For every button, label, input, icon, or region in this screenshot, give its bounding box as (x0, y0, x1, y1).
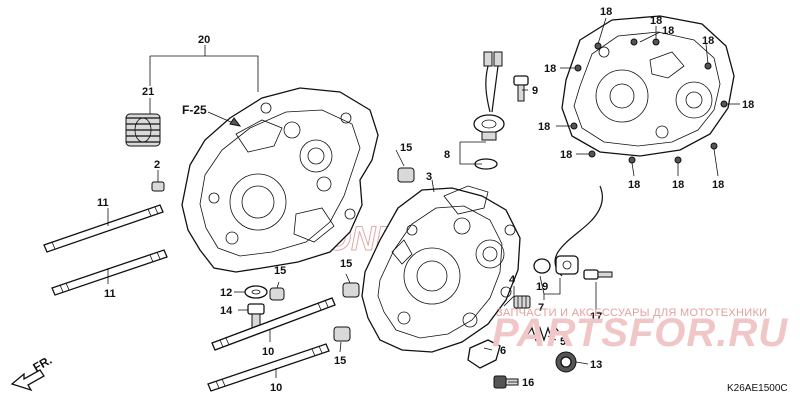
bolt-17 (583, 269, 613, 280)
callout-labels: 20 21 2 11 11 12 15 15 15 15 14 10 10 3 … (97, 6, 754, 394)
callout-13: 13 (590, 359, 602, 371)
callout-11-upper: 11 (97, 197, 109, 209)
left-crankcase-half (181, 87, 379, 273)
cover-bolt-holes (570, 38, 728, 164)
watermark-tagline: ЗАПЧАСТИ И АКСЕССУАРЫ ДЛЯ МОТОТЕХНИКИ (496, 307, 767, 319)
callout-4: 4 (509, 274, 516, 286)
diagram-code: K26AE1500C (727, 383, 788, 394)
watermark-brand: PARTSFOR.RU (492, 311, 788, 355)
callout-15-top-right: 15 (400, 142, 412, 154)
oil-seal-13 (555, 351, 577, 373)
svg-text:F-25: F-25 (182, 103, 207, 117)
cover-bolt-leaders (556, 17, 740, 177)
stud-bolt-10-upper (211, 297, 336, 351)
callout-2: 2 (154, 159, 160, 171)
callout-19: 19 (536, 281, 548, 293)
callout-15-bottom: 15 (334, 355, 346, 367)
collar-15-bottom (333, 326, 351, 342)
switch-harness-19 (533, 185, 603, 277)
callout-6: 6 (500, 345, 506, 357)
callout-21: 21 (142, 86, 154, 98)
callout-18-f: 18 (538, 121, 550, 133)
sensor-assembly-8 (473, 51, 505, 170)
callout-16: 16 (522, 377, 534, 389)
collar-15-upper (397, 167, 415, 183)
callout-10-lower: 10 (270, 382, 282, 394)
leader-lines (107, 45, 597, 383)
callout-18-g: 18 (560, 149, 572, 161)
callout-18-k: 18 (662, 25, 674, 37)
callout-20: 20 (198, 34, 210, 46)
bolt-9 (513, 75, 529, 102)
washer-12 (244, 285, 268, 299)
stud-bolt-10-lower (207, 343, 330, 392)
svg-text:FR.: FR. (31, 353, 55, 375)
right-crankcase-half (361, 185, 521, 353)
callout-18-c: 18 (702, 35, 714, 47)
callout-8: 8 (444, 149, 450, 161)
stopper-arm-6 (467, 339, 501, 369)
partsfor-watermark: ЗАПЧАСТИ И АКСЕССУАРЫ ДЛЯ МОТОТЕХНИКИ PA… (492, 307, 788, 355)
callout-15-left: 15 (274, 265, 286, 277)
collar-15-lower-left (269, 287, 285, 301)
callout-18-j: 18 (712, 179, 724, 191)
callout-14: 14 (220, 305, 233, 317)
gear-21 (125, 113, 161, 147)
callout-7: 7 (538, 302, 544, 314)
callout-15-middle: 15 (340, 258, 352, 270)
dowel-pin-2 (151, 181, 165, 192)
collar-15-middle (342, 282, 360, 298)
callout-18-e: 18 (742, 99, 754, 111)
callout-9: 9 (532, 85, 538, 97)
callout-5: 5 (560, 336, 566, 348)
callout-18-i: 18 (672, 179, 684, 191)
bolt-14 (247, 303, 265, 329)
callout-12: 12 (220, 287, 232, 299)
callout-18-h: 18 (628, 179, 640, 191)
callout-18-b: 18 (650, 15, 662, 27)
front-direction-arrow: FR. (10, 353, 55, 392)
callout-3: 3 (426, 171, 432, 183)
spring-5 (527, 326, 561, 342)
pin-4 (513, 295, 531, 309)
stud-bolt-11-lower (51, 249, 168, 296)
callout-17: 17 (590, 311, 602, 323)
reference-f25: F-25 (182, 103, 242, 127)
callout-10-upper: 10 (262, 346, 274, 358)
callout-11-lower: 11 (104, 288, 116, 300)
callout-18-d: 18 (544, 63, 556, 75)
stud-bolt-11-upper (43, 204, 164, 253)
right-side-cover (561, 15, 735, 157)
callout-18-a: 18 (600, 6, 612, 18)
